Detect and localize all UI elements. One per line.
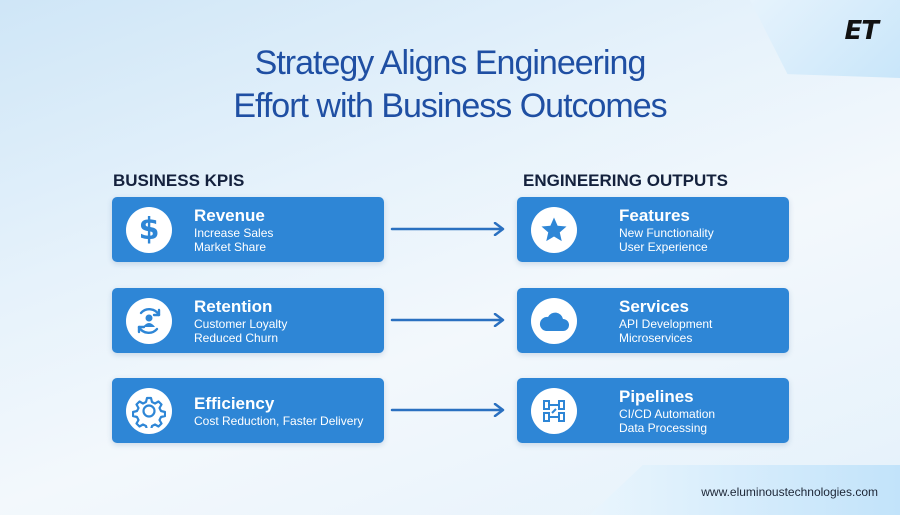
card-line: API Development [619, 316, 713, 331]
card-line: Increase Sales [194, 225, 274, 240]
gear-icon [126, 387, 172, 434]
page-title: Strategy Aligns Engineering Effort with … [0, 42, 900, 128]
engineering-outputs-heading: ENGINEERING OUTPUTS [523, 171, 728, 190]
card-line: User Experience [619, 239, 708, 254]
output-card-features: Features New Functionality User Experien… [517, 197, 789, 262]
star-icon [531, 206, 577, 253]
card-line: Market Share [194, 239, 267, 254]
title-line-1: Strategy Aligns Engineering [254, 44, 647, 82]
card-line: Cost Reduction, Faster Delivery [194, 413, 364, 428]
card-title: Efficiency [194, 393, 275, 413]
output-card-pipelines: Pipelines CI/CD Automation Data Processi… [517, 378, 789, 443]
card-line: Data Processing [619, 420, 708, 435]
cloud-icon [531, 297, 577, 344]
card-line: Microservices [619, 330, 693, 345]
title-line-2: Effort with Business Outcomes [233, 87, 667, 125]
et-logo: ET [844, 16, 879, 46]
card-title: Revenue [194, 205, 265, 225]
card-title: Features [619, 205, 690, 225]
customer-cycle-icon [126, 297, 172, 344]
card-line: Reduced Churn [194, 330, 279, 345]
arrow-icon [390, 403, 505, 417]
card-line: CI/CD Automation [619, 406, 716, 421]
kpi-card-efficiency: Efficiency Cost Reduction, Faster Delive… [112, 378, 384, 443]
output-card-services: Services API Development Microservices [517, 288, 789, 353]
card-title: Retention [194, 296, 273, 316]
card-line: Customer Loyalty [194, 316, 288, 331]
kpi-card-revenue: $ Revenue Increase Sales Market Share [112, 197, 384, 262]
card-title: Services [619, 296, 689, 316]
website-url: www.eluminoustechnologies.com [701, 485, 878, 499]
arrow-icon [390, 222, 505, 236]
kpi-card-retention: Retention Customer Loyalty Reduced Churn [112, 288, 384, 353]
card-line: New Functionality [619, 225, 714, 240]
business-kpis-heading: BUSINESS KPIS [113, 171, 245, 190]
card-title: Pipelines [619, 386, 694, 406]
arrow-icon [390, 313, 505, 327]
dollar-icon: $ [126, 206, 172, 253]
pipeline-icon [531, 387, 577, 434]
corner-decoration-bottom [590, 465, 900, 515]
